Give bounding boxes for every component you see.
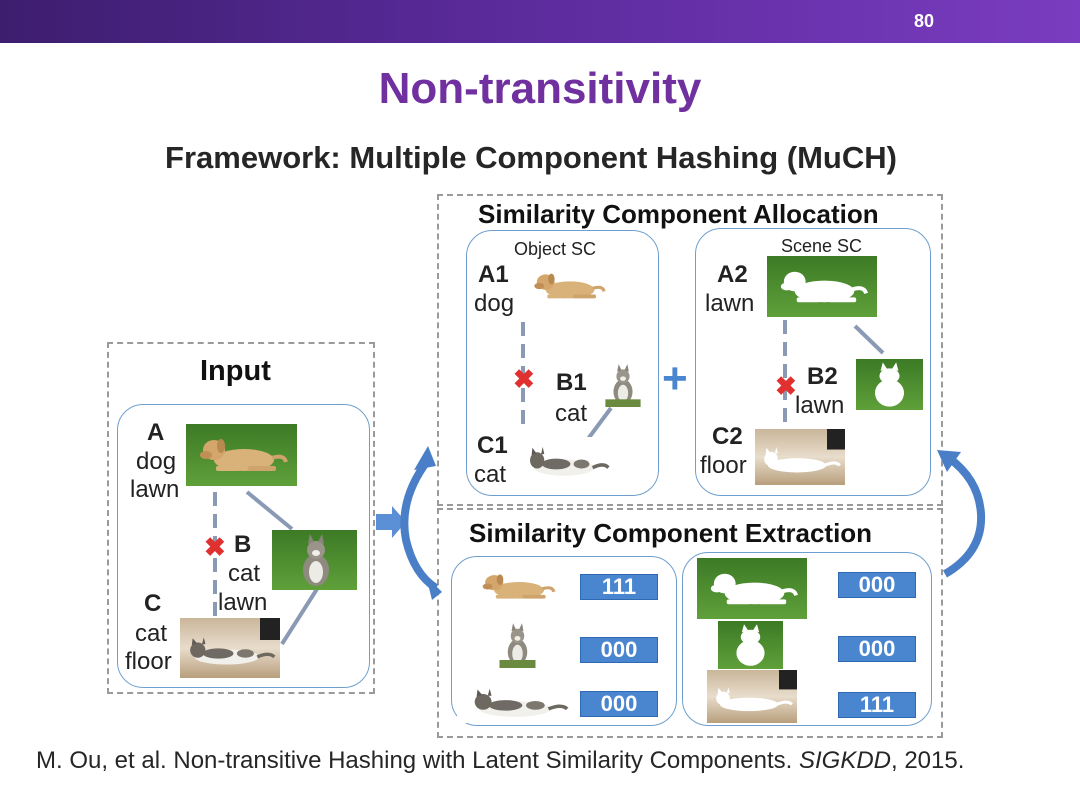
slide-title: Non-transitivity xyxy=(378,64,702,113)
object-cross-icon: ✖ xyxy=(513,364,535,394)
dog-on-lawn-image xyxy=(186,424,297,486)
input-a-line2: lawn xyxy=(130,476,180,503)
scene-code-1: 000 xyxy=(838,572,916,598)
extract-lawn-image xyxy=(697,558,807,619)
extract-lawn-cat-image xyxy=(718,621,783,669)
slide-subtitle: Framework: Multiple Component Hashing (M… xyxy=(165,140,897,175)
input-label-c: C xyxy=(144,590,162,617)
scene-sc-caption: Scene SC xyxy=(781,236,863,256)
input-a-line1: dog xyxy=(136,448,177,475)
input-label-b: B xyxy=(234,531,252,558)
object-code-1: 111 xyxy=(580,574,658,600)
citation-text: M. Ou, et al. Non-transitive Hashing wit… xyxy=(36,747,799,774)
object-label-c1: C1 xyxy=(477,432,508,459)
allocation-heading: Similarity Component Allocation xyxy=(478,199,879,229)
input-b-line1: cat xyxy=(228,560,261,587)
object-sc-caption: Object SC xyxy=(514,239,597,259)
citation: M. Ou, et al. Non-transitive Hashing wit… xyxy=(36,746,1036,776)
input-label-a: A xyxy=(147,419,165,446)
object-b1-word: cat xyxy=(555,400,588,427)
extract-lying-cat-image xyxy=(457,679,569,723)
plus-icon: + xyxy=(662,354,688,403)
object-label-a1: A1 xyxy=(478,261,509,288)
scene-connectors xyxy=(783,320,885,428)
scene-b2-word: lawn xyxy=(795,392,845,419)
lawn-scene-image xyxy=(767,256,877,317)
scene-c2-word: floor xyxy=(700,452,747,479)
object-c1-word: cat xyxy=(474,461,507,488)
slide-number: 80 xyxy=(913,11,934,31)
extract-dog-image xyxy=(471,563,563,610)
scene-code-2: 000 xyxy=(838,636,916,662)
input-c-line1: cat xyxy=(135,620,168,647)
flow-arrow-right xyxy=(937,450,986,578)
cat-on-floor-image xyxy=(180,618,280,678)
allocation-panel xyxy=(437,194,943,506)
dog-object-image xyxy=(523,262,613,310)
scene-cross-icon: ✖ xyxy=(775,371,797,401)
citation-venue: SIGKDD xyxy=(798,747,891,774)
scene-label-b2: B2 xyxy=(807,363,838,390)
scene-code-3: 111 xyxy=(838,692,916,718)
citation-tail: , 2015. xyxy=(891,747,965,774)
cat-on-lawn-image xyxy=(272,530,357,590)
input-heading: Input xyxy=(200,355,271,387)
extraction-panel xyxy=(437,508,943,738)
extraction-heading: Similarity Component Extraction xyxy=(469,518,873,548)
scene-label-c2: C2 xyxy=(712,423,743,450)
extract-floor-image xyxy=(707,670,797,723)
object-a1-word: dog xyxy=(474,290,515,317)
lawn-cat-scene-image xyxy=(856,359,923,410)
cat-object-image xyxy=(601,361,645,407)
input-b-line2: lawn xyxy=(218,589,268,616)
object-label-b1: B1 xyxy=(556,369,587,396)
input-c-line2: floor xyxy=(125,648,172,675)
input-panel xyxy=(107,342,375,694)
object-code-3: 000 xyxy=(580,691,658,717)
top-banner xyxy=(0,0,1080,43)
floor-scene-image xyxy=(755,429,845,485)
scene-a2-word: lawn xyxy=(705,290,755,317)
object-code-2: 000 xyxy=(580,637,658,663)
scene-label-a2: A2 xyxy=(717,261,748,288)
not-similar-cross-icon: ✖ xyxy=(204,532,226,562)
flow-arrow-input-left xyxy=(376,446,442,600)
lying-cat-object-image xyxy=(515,437,610,482)
extract-cat-image xyxy=(495,620,540,668)
